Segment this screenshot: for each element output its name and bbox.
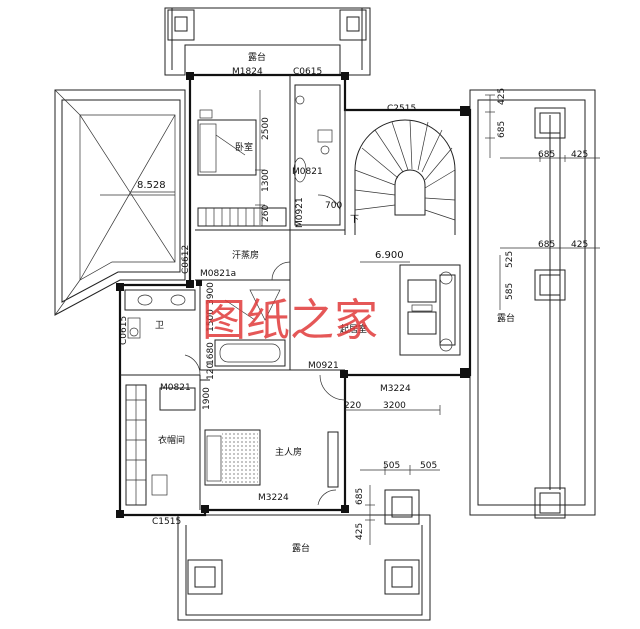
dim-1900: 1900 xyxy=(202,387,212,410)
dim-425-c: 425 xyxy=(571,240,588,250)
dim-120: 120 xyxy=(206,363,216,380)
room-master: 主人房 xyxy=(275,446,302,458)
dim-525: 525 xyxy=(505,251,515,268)
dim-425-a: 425 xyxy=(497,88,507,105)
code-c0612: C0612 xyxy=(181,245,191,274)
code-m1824: M1824 xyxy=(232,67,263,77)
code-m3224-lower: M3224 xyxy=(258,493,289,503)
room-bedroom: 卧室 xyxy=(235,141,253,153)
floor-level-label: 6.900 xyxy=(375,250,404,261)
right-terrace xyxy=(469,89,596,519)
room-top-terrace: 露台 xyxy=(248,51,266,63)
code-m0821: M0821 xyxy=(292,167,323,177)
code-m0821a: M0821a xyxy=(200,269,236,279)
room-closet: 衣帽间 xyxy=(158,434,185,446)
dim-425-d: 425 xyxy=(355,523,365,540)
sofa-set xyxy=(399,264,461,356)
dim-2500: 2500 xyxy=(261,117,271,140)
dim-3900: 3900 xyxy=(206,282,216,305)
dim-220: 220 xyxy=(344,401,361,411)
master-bed xyxy=(204,429,339,488)
room-living: 起居室 xyxy=(340,323,367,335)
room-right-terrace: 露台 xyxy=(497,312,515,324)
top-terrace xyxy=(164,7,371,76)
code-m0821-lower: M0821 xyxy=(160,383,191,393)
dim-1500: 1500 xyxy=(206,309,216,332)
dim-685-d: 685 xyxy=(355,488,365,505)
dim-685-b: 685 xyxy=(538,150,555,160)
dim-3200: 3200 xyxy=(383,401,406,411)
code-m0921-lower: M0921 xyxy=(308,361,339,371)
dim-685-c: 685 xyxy=(538,240,555,250)
dimension-lines xyxy=(255,90,600,545)
closet-furniture xyxy=(125,384,196,506)
dim-700: 700 xyxy=(325,201,342,211)
code-c0615-side: C0615 xyxy=(119,316,129,345)
dim-505-a: 505 xyxy=(383,461,400,471)
room-sauna: 汗蒸房 xyxy=(232,249,259,261)
structural-columns xyxy=(116,72,470,518)
code-m0921-upper: M0921 xyxy=(295,197,305,228)
dim-1300: 1300 xyxy=(261,169,271,192)
dim-505-b: 505 xyxy=(420,461,437,471)
code-m3224-upper: M3224 xyxy=(380,384,411,394)
code-c1515: C1515 xyxy=(152,517,181,527)
roof-height-label: 8.528 xyxy=(137,180,166,191)
code-c0615: C0615 xyxy=(293,67,322,77)
bathroom-fixtures xyxy=(124,84,341,339)
room-bottom-terrace: 露台 xyxy=(292,542,310,554)
stair-down-label: 下 xyxy=(350,215,359,225)
bedroom-furniture xyxy=(197,109,287,227)
roof-left xyxy=(54,89,186,316)
dim-425-b: 425 xyxy=(571,150,588,160)
bottom-terrace xyxy=(177,489,431,621)
door-swings xyxy=(184,194,346,506)
code-c2515: C2515 xyxy=(387,104,416,114)
spiral-staircase xyxy=(354,119,456,235)
dim-1680: 1680 xyxy=(206,342,216,365)
dim-260: 260 xyxy=(261,205,271,222)
watermark: 图纸之家 xyxy=(202,295,378,346)
sauna-fixtures xyxy=(214,289,286,367)
dim-685-a: 685 xyxy=(497,121,507,138)
dim-585: 585 xyxy=(505,283,515,300)
room-bath: 卫 xyxy=(155,321,164,331)
